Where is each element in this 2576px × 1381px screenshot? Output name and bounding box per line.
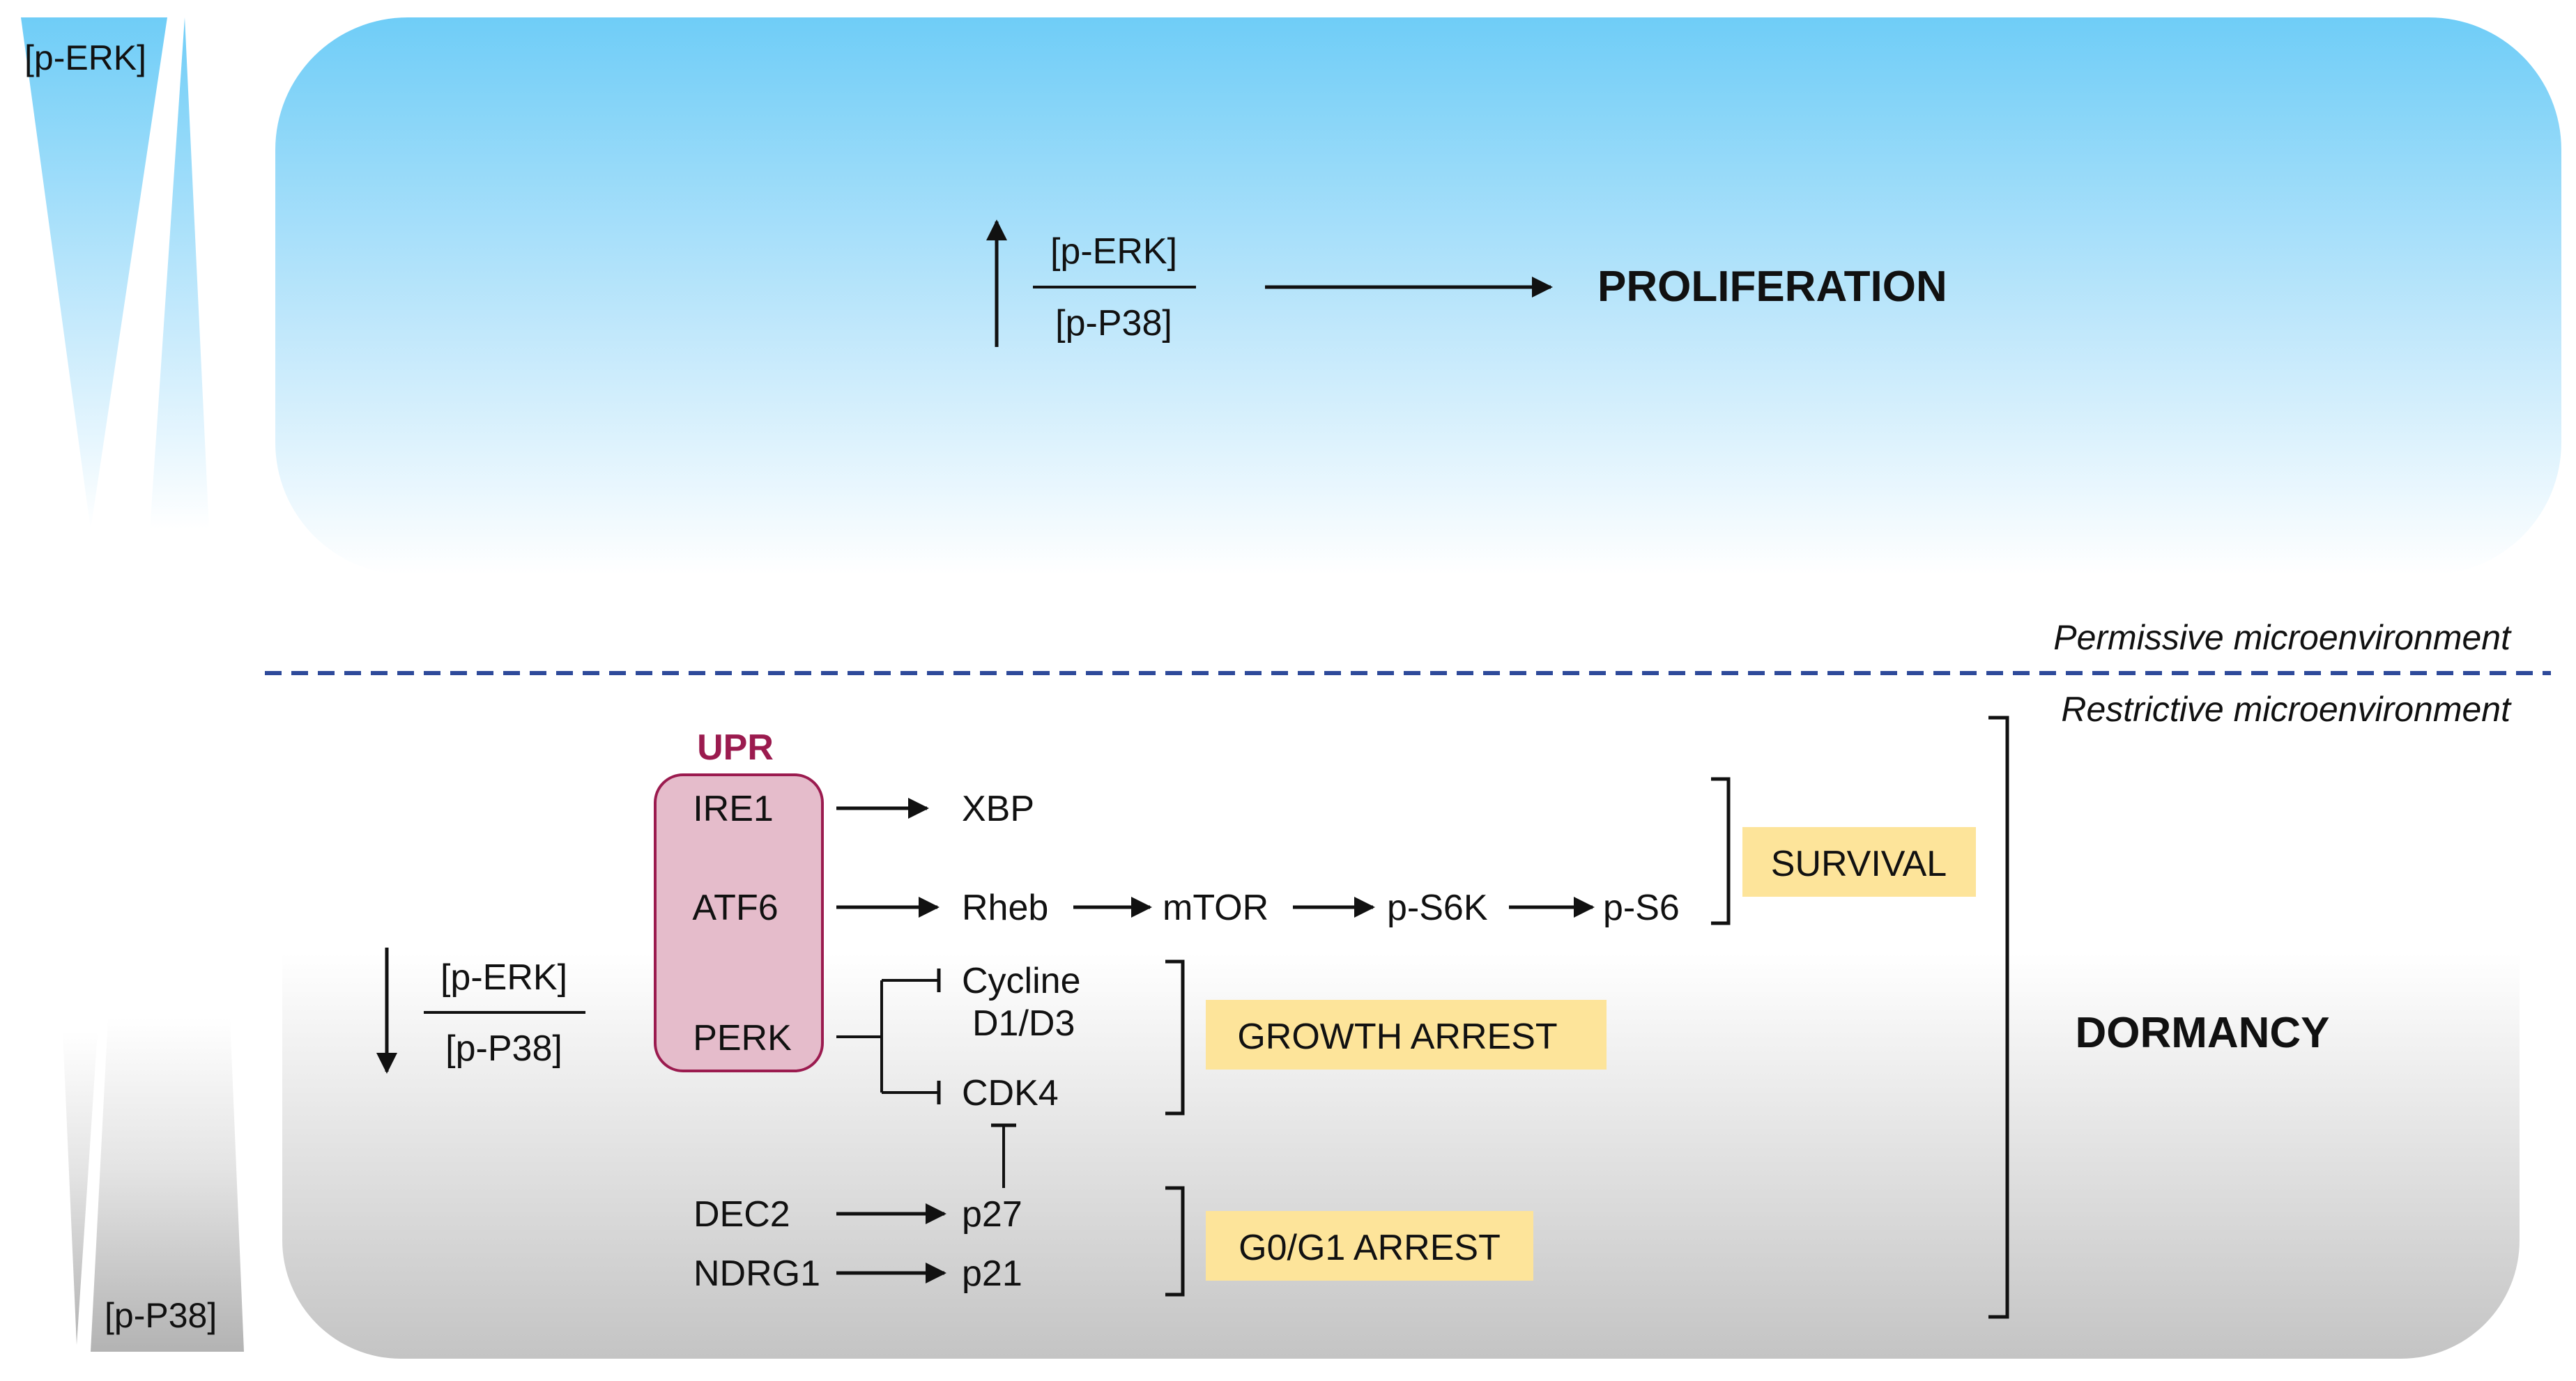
p-erk-wedge-left <box>21 17 167 530</box>
dormancy-label: DORMANCY <box>2075 1009 2329 1057</box>
p-p38-wedge-left <box>63 1031 98 1345</box>
cdk4-label: CDK4 <box>962 1073 1059 1113</box>
ps6-label: p-S6 <box>1603 888 1680 928</box>
dormancy-ratio-denominator: [p-P38] <box>445 1028 562 1069</box>
cycline-label-line1: Cycline <box>962 961 1081 1001</box>
ndrg1-label: NDRG1 <box>693 1253 820 1294</box>
growth-arrest-box <box>1206 1000 1607 1070</box>
proliferation-ratio-numerator: [p-ERK] <box>1050 231 1177 272</box>
g0g1-arrest-bracket <box>1165 1186 1185 1297</box>
growth-arrest-bracket <box>1165 959 1185 1116</box>
proliferation-label: PROLIFERATION <box>1597 263 1947 311</box>
xbp-label: XBP <box>962 789 1034 829</box>
upr-title: UPR <box>697 727 774 768</box>
growth-arrest-label: GROWTH ARREST <box>1237 1017 1557 1057</box>
p-erk-wedge-right <box>150 17 209 530</box>
perk-inhibition-branch <box>836 979 937 1094</box>
cycline-label-line2: D1/D3 <box>972 1003 1075 1044</box>
ps6k-label: p-S6K <box>1387 888 1488 928</box>
dormancy-bracket <box>1988 716 2009 1319</box>
upr-box <box>654 773 824 1072</box>
p-erk-gradient-label: [p-ERK] <box>24 38 146 77</box>
atf6-label: ATF6 <box>692 888 778 928</box>
dormancy-ratio-numerator: [p-ERK] <box>440 957 567 998</box>
p27-label: p27 <box>962 1194 1022 1235</box>
p-p38-wedge-right <box>91 1017 244 1352</box>
proliferation-ratio-denominator: [p-P38] <box>1055 303 1172 344</box>
g0g1-arrest-box <box>1206 1211 1533 1281</box>
ire1-label: IRE1 <box>693 789 774 829</box>
g0g1-arrest-label: G0/G1 ARREST <box>1239 1228 1501 1268</box>
survival-box <box>1742 827 1976 897</box>
p-p38-gradient-label: [p-P38] <box>105 1296 217 1335</box>
perk-label: PERK <box>693 1018 792 1058</box>
restrictive-label: Restrictive microenvironment <box>2061 690 2512 729</box>
dec2-label: DEC2 <box>693 1194 790 1235</box>
permissive-label: Permissive microenvironment <box>2053 618 2512 657</box>
survival-label: SURVIVAL <box>1771 844 1947 884</box>
permissive-panel <box>275 17 2561 575</box>
rheb-label: Rheb <box>962 888 1048 928</box>
mtor-label: mTOR <box>1163 888 1268 928</box>
p21-label: p21 <box>962 1253 1022 1294</box>
survival-bracket <box>1711 777 1731 925</box>
